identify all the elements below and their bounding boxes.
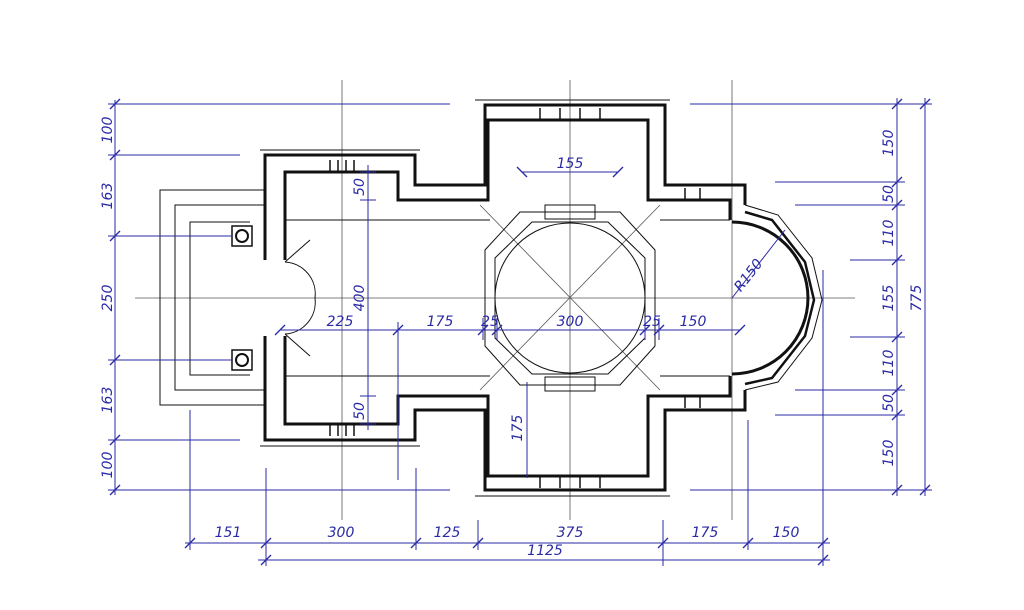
dim-left-5: 100 (100, 452, 116, 479)
dim-left-3: 250 (100, 285, 116, 312)
dim-left-1: 100 (100, 117, 116, 144)
dim-center-4: 300 (557, 314, 584, 330)
entrance-doors (284, 239, 316, 357)
dim-bottom-2: 300 (328, 525, 355, 541)
dim-center-2: 175 (427, 314, 454, 330)
dim-center-5: 25 (643, 314, 661, 330)
dim-center-3: 25 (481, 314, 499, 330)
dim-bottom-5: 175 (692, 525, 719, 541)
dim-right-total: 775 (909, 285, 925, 312)
dim-center-6: 150 (680, 314, 707, 330)
dim-right-4: 155 (881, 285, 897, 312)
dim-vestibule-bottom: 50 (352, 402, 368, 420)
dim-bottom-1: 151 (215, 525, 242, 541)
dim-bottom-total: 1125 (527, 543, 563, 559)
dimension-labels: 100 163 250 163 100 150 50 110 155 110 5… (100, 117, 925, 559)
dim-bottom-niche: 175 (510, 415, 526, 442)
dim-top-niche: 155 (557, 156, 584, 172)
dim-vestibule-top: 50 (352, 178, 368, 196)
dim-bottom-3: 125 (434, 525, 461, 541)
dim-right-5: 110 (881, 350, 897, 377)
dim-right-7: 150 (881, 440, 897, 467)
dim-bottom-6: 150 (773, 525, 800, 541)
dim-left-4: 163 (100, 387, 116, 414)
dimension-lines (108, 98, 932, 566)
central-dome (484, 204, 656, 392)
dim-right-2: 50 (881, 185, 897, 203)
window-marks (329, 108, 701, 488)
dim-right-3: 110 (881, 220, 897, 247)
dim-vestibule-width: 400 (352, 285, 368, 312)
dimension-ticks (109, 98, 931, 566)
dim-right-6: 50 (881, 394, 897, 412)
dim-apse-radius: R150 (731, 256, 766, 295)
dim-right-1: 150 (881, 130, 897, 157)
walls (159, 99, 823, 497)
dim-bottom-4: 375 (557, 525, 584, 541)
dim-center-1: 225 (327, 314, 354, 330)
dim-left-2: 163 (100, 183, 116, 210)
